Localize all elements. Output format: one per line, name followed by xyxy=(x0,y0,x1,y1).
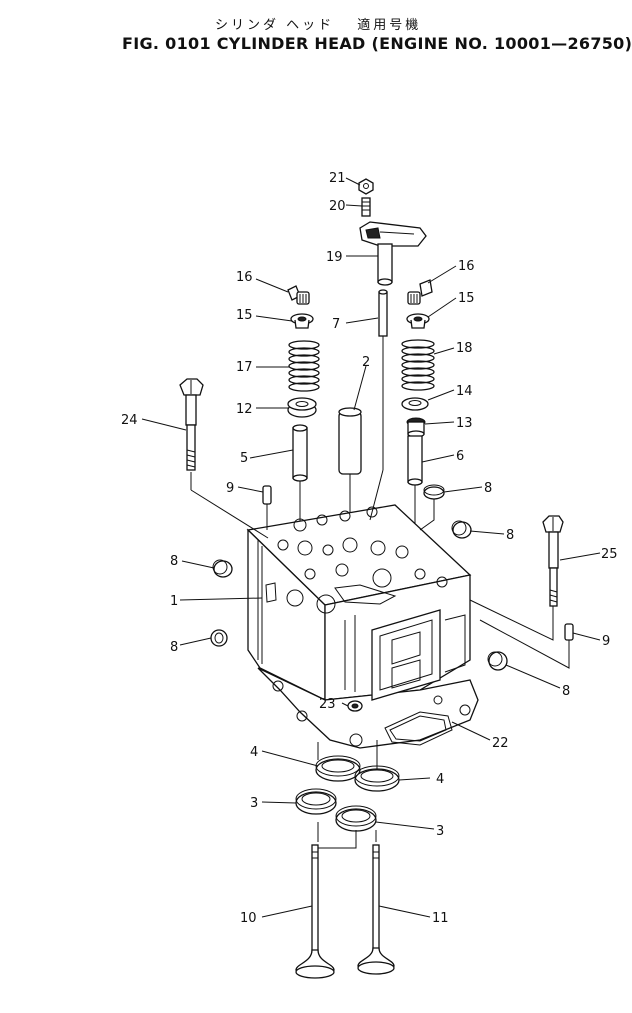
part-valve-guide-5 xyxy=(292,424,308,545)
title-japanese: シリンダ ヘッド 適用号機 xyxy=(215,18,422,33)
part-valve-cotter-16-right xyxy=(407,279,433,305)
callout-17: 17 xyxy=(236,360,253,375)
callout-3-left: 3 xyxy=(250,796,258,811)
callout-12: 12 xyxy=(236,402,253,417)
part-plug-8-mid-right xyxy=(451,520,472,539)
callout-8-left: 8 xyxy=(170,554,178,569)
part-plug-8-top-right xyxy=(423,484,445,500)
callout-7: 7 xyxy=(332,317,340,332)
callout-4-right: 4 xyxy=(436,772,444,787)
callout-3-right: 3 xyxy=(436,824,444,839)
callout-13: 13 xyxy=(456,416,473,431)
part-dowel-pin-9-right xyxy=(564,623,574,641)
callout-8-mid: 8 xyxy=(506,528,514,543)
callout-18: 18 xyxy=(456,341,473,356)
part-spring-seat-12 xyxy=(287,397,317,418)
part-adjust-screw-20 xyxy=(361,197,371,217)
part-valve-seat-3-left xyxy=(295,788,337,815)
callout-25: 25 xyxy=(601,547,618,562)
part-dowel-pin-9-top xyxy=(262,485,272,505)
part-valve-seat-3-right xyxy=(335,805,377,832)
part-push-rod-7 xyxy=(378,289,388,470)
part-cylinder-head-1 xyxy=(246,504,479,749)
callout-9-right: 9 xyxy=(602,634,610,649)
part-head-bolt-25 xyxy=(542,515,564,607)
part-spring-retainer-15-left xyxy=(290,313,314,329)
assembly-guide-lines xyxy=(190,469,570,849)
part-valve-cotter-16-left xyxy=(287,285,310,305)
callout-24: 24 xyxy=(121,413,138,428)
callout-4-left: 4 xyxy=(250,745,258,760)
callout-15-right: 15 xyxy=(458,291,475,306)
part-plug-8-lower-left xyxy=(210,629,228,647)
part-spring-seat-14 xyxy=(401,397,429,411)
part-head-bolt-24 xyxy=(179,378,204,490)
part-valve-spring-18 xyxy=(401,339,435,391)
callout-9-top: 9 xyxy=(226,481,234,496)
callout-16-left: 16 xyxy=(236,270,253,285)
callout-15-left: 15 xyxy=(236,308,253,323)
callout-16-right: 16 xyxy=(458,259,475,274)
callout-14: 14 xyxy=(456,384,473,399)
callout-20: 20 xyxy=(329,199,346,214)
part-plug-8-lower-right xyxy=(487,651,508,671)
callout-8-top: 8 xyxy=(484,481,492,496)
callout-10: 10 xyxy=(240,911,257,926)
figure-title: FIG. 0101 CYLINDER HEAD (ENGINE NO. 1000… xyxy=(122,34,632,53)
part-washer-23 xyxy=(347,700,363,712)
part-intake-valve-10 xyxy=(295,844,335,979)
part-valve-stem-seal-13 xyxy=(406,417,426,438)
callout-1: 1 xyxy=(170,594,178,609)
callout-23: 23 xyxy=(319,697,336,712)
part-valve-seat-4-left xyxy=(315,755,361,782)
part-valve-spring-17 xyxy=(288,340,320,392)
part-plug-8-left xyxy=(212,559,233,578)
part-spring-retainer-15-right xyxy=(406,313,430,329)
callout-21: 21 xyxy=(329,171,346,186)
callout-5: 5 xyxy=(240,451,248,466)
callout-6: 6 xyxy=(456,449,464,464)
callout-8-lower-right: 8 xyxy=(562,684,570,699)
callout-labels: 21 20 19 16 16 15 15 7 2 17 18 24 12 14 … xyxy=(121,171,618,926)
callout-leader-lines xyxy=(141,177,601,918)
part-rocker-arm-19 xyxy=(359,221,427,286)
callout-8-lower-left: 8 xyxy=(170,640,178,655)
part-exhaust-valve-11 xyxy=(357,844,395,975)
callout-11: 11 xyxy=(432,911,449,926)
part-nut-21 xyxy=(358,178,374,195)
part-gasket-22 xyxy=(384,711,453,746)
callout-19: 19 xyxy=(326,250,343,265)
callout-2: 2 xyxy=(362,355,370,370)
callout-22: 22 xyxy=(492,736,509,751)
